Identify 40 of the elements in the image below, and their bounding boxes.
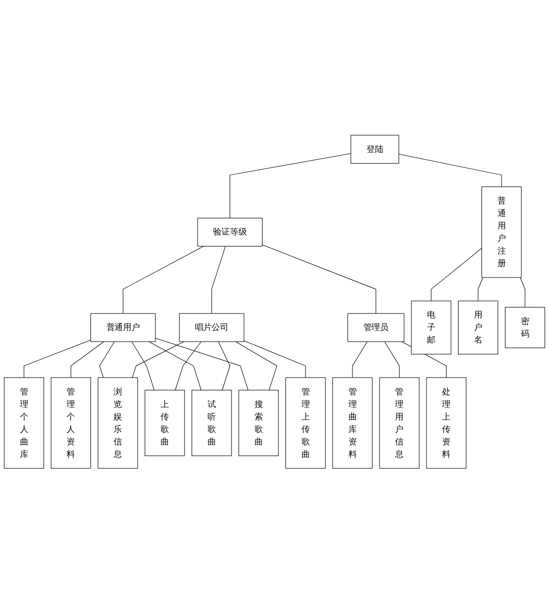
node-box: 试听歌曲: [192, 390, 232, 456]
connector: [218, 341, 230, 390]
connector: [430, 248, 482, 301]
node-box: 验证等级: [197, 218, 262, 246]
node-box: 浏览娱乐信息: [98, 377, 138, 468]
connector: [99, 341, 115, 378]
node-box: 管理用户信息: [379, 377, 420, 468]
node-box: 管理曲库资料: [332, 377, 373, 468]
node-box: 电子邮: [411, 300, 452, 354]
node-box: 唱片公司: [179, 312, 244, 342]
connector: [230, 153, 352, 218]
connector: [122, 246, 204, 314]
node-box: 管理个人资料: [50, 377, 91, 468]
connector: [384, 341, 400, 378]
connector: [244, 340, 306, 378]
node-box: 搜索歌曲: [238, 390, 279, 456]
node-box: 用户名: [458, 300, 498, 354]
connector: [520, 277, 526, 308]
node-box: 处理上传资料: [426, 377, 466, 468]
connector: [131, 341, 155, 390]
connector: [235, 341, 278, 390]
node-box: 管理员: [348, 312, 404, 342]
connector: [398, 154, 502, 187]
node-box: 密码: [504, 306, 546, 348]
connector: [211, 246, 226, 314]
node-box: 管理上传歌曲: [285, 377, 326, 468]
node-box: 登陆: [350, 134, 400, 164]
connector: [352, 341, 368, 378]
node-box: 上传歌曲: [144, 390, 185, 456]
connector: [262, 244, 376, 314]
connector: [478, 277, 484, 301]
connector: [132, 341, 184, 378]
node-box: 普通用户: [90, 312, 156, 342]
node-box: 普通用户注册: [481, 186, 522, 278]
connector: [175, 341, 202, 390]
connector: [148, 341, 202, 390]
connector: [155, 338, 248, 390]
node-box: 管理个人曲库: [4, 377, 44, 468]
connector: [24, 340, 91, 378]
connector: [70, 341, 104, 378]
